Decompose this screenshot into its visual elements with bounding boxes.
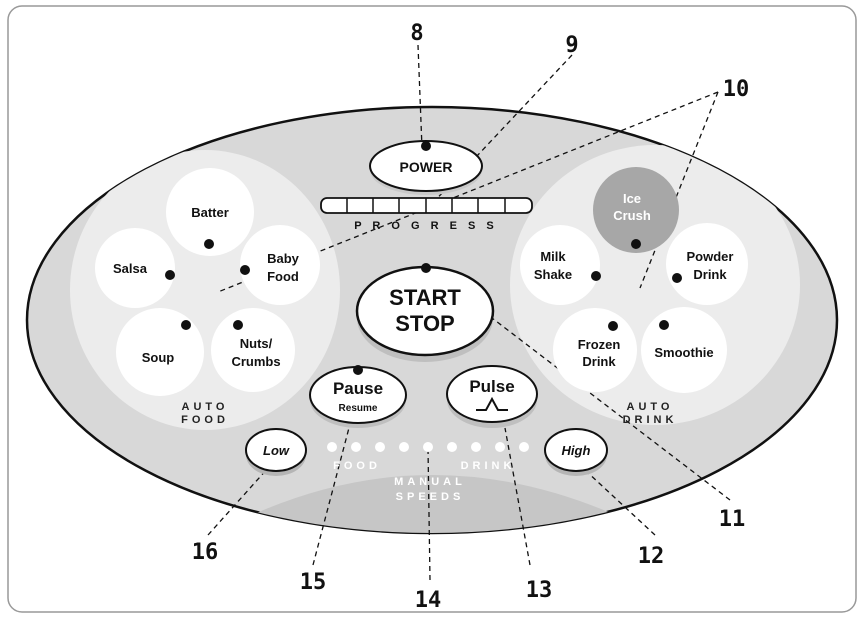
svg-text:Crush: Crush [613, 208, 651, 223]
svg-text:Salsa: Salsa [113, 261, 148, 276]
pause-label: Pause [333, 379, 383, 398]
manual-speeds-title-1: MANUAL [394, 476, 466, 488]
speed-dot-8 [495, 442, 505, 452]
svg-text:Drink: Drink [693, 267, 727, 282]
callout-15: 15 [300, 570, 327, 595]
soup-led [181, 320, 191, 330]
high-label: High [562, 443, 591, 458]
progress-label: P R O G R E S S [354, 220, 498, 232]
baby-food-button[interactable]: Baby Food [240, 225, 320, 305]
manual-speeds-zone [170, 475, 700, 533]
svg-text:Drink: Drink [582, 354, 616, 369]
ice-crush-button[interactable]: Ice Crush [593, 167, 679, 253]
callout-12: 12 [638, 544, 665, 569]
speed-dot-9 [519, 442, 529, 452]
svg-text:Baby: Baby [267, 251, 300, 266]
baby-food-led [240, 265, 250, 275]
svg-text:Batter: Batter [191, 205, 229, 220]
batter-button[interactable]: Batter [166, 168, 254, 256]
power-label: POWER [400, 159, 453, 175]
callout-13: 13 [526, 578, 553, 603]
stop-label: STOP [395, 311, 455, 336]
powder-drink-button[interactable]: Powder Drink [666, 223, 748, 305]
callout-16: 16 [192, 540, 219, 565]
speed-dot-6 [447, 442, 457, 452]
power-button[interactable]: POWER [369, 140, 483, 195]
smoothie-led [659, 320, 669, 330]
nuts-crumbs-button[interactable]: Nuts/ Crumbs [211, 308, 295, 392]
callout-14: 14 [415, 588, 442, 613]
nuts-crumbs-led [233, 320, 243, 330]
auto-drink-title-1: AUTO [627, 401, 674, 413]
svg-text:Milk: Milk [540, 249, 566, 264]
resume-label: Resume [339, 403, 378, 414]
speed-dot-3 [375, 442, 385, 452]
manual-speeds-title-2: SPEEDS [396, 491, 465, 503]
milk-shake-button[interactable]: Milk Shake [520, 225, 600, 305]
auto-food-title-1: AUTO [182, 401, 229, 413]
milk-shake-led [591, 271, 601, 281]
progress-bar: P R O G R E S S [320, 197, 533, 232]
callout-9: 9 [565, 33, 578, 58]
pulse-wave-icon [476, 396, 508, 411]
svg-text:Powder: Powder [687, 249, 734, 264]
svg-text:Ice: Ice [623, 191, 641, 206]
speed-dot-2 [351, 442, 361, 452]
ice-crush-led [631, 239, 641, 249]
callout-8: 8 [410, 21, 423, 46]
speed-dot-7 [471, 442, 481, 452]
callout-11: 11 [719, 507, 746, 532]
batter-led [204, 239, 214, 249]
salsa-button[interactable]: Salsa [95, 228, 175, 308]
callout-10: 10 [723, 77, 750, 102]
power-indicator-led [421, 141, 431, 151]
auto-drink-title-2: DRINK [623, 414, 678, 426]
speed-dot-1 [327, 442, 337, 452]
speed-dot-5 [423, 442, 433, 452]
manual-speed-dots [327, 442, 529, 452]
high-speed-button[interactable]: High [544, 428, 608, 476]
soup-button[interactable]: Soup [116, 308, 204, 396]
auto-food-title-2: FOOD [181, 414, 229, 426]
svg-text:Crumbs: Crumbs [231, 354, 280, 369]
start-stop-led [421, 263, 431, 273]
pulse-label: Pulse [469, 377, 514, 396]
smoothie-button[interactable]: Smoothie [641, 307, 727, 393]
manual-drink-label: DRINK [461, 460, 516, 472]
low-label: Low [263, 443, 290, 458]
svg-text:Smoothie: Smoothie [654, 345, 713, 360]
svg-text:Frozen: Frozen [578, 337, 621, 352]
svg-text:Nuts/: Nuts/ [240, 336, 273, 351]
pulse-button[interactable]: Pulse [446, 365, 538, 428]
low-speed-button[interactable]: Low [245, 428, 307, 476]
pause-resume-button[interactable]: Pause Resume [309, 366, 407, 428]
pause-led [353, 365, 363, 375]
frame-border [7, 5, 857, 613]
speed-dot-4 [399, 442, 409, 452]
frozen-drink-led [608, 321, 618, 331]
svg-text:Food: Food [267, 269, 299, 284]
salsa-led [165, 270, 175, 280]
svg-text:Shake: Shake [534, 267, 572, 282]
svg-text:Soup: Soup [142, 350, 175, 365]
start-stop-button[interactable]: START STOP [355, 265, 495, 362]
manual-food-label: FOOD [333, 460, 381, 472]
start-label: START [389, 285, 461, 310]
powder-drink-led [672, 273, 682, 283]
frozen-drink-button[interactable]: Frozen Drink [553, 308, 637, 392]
